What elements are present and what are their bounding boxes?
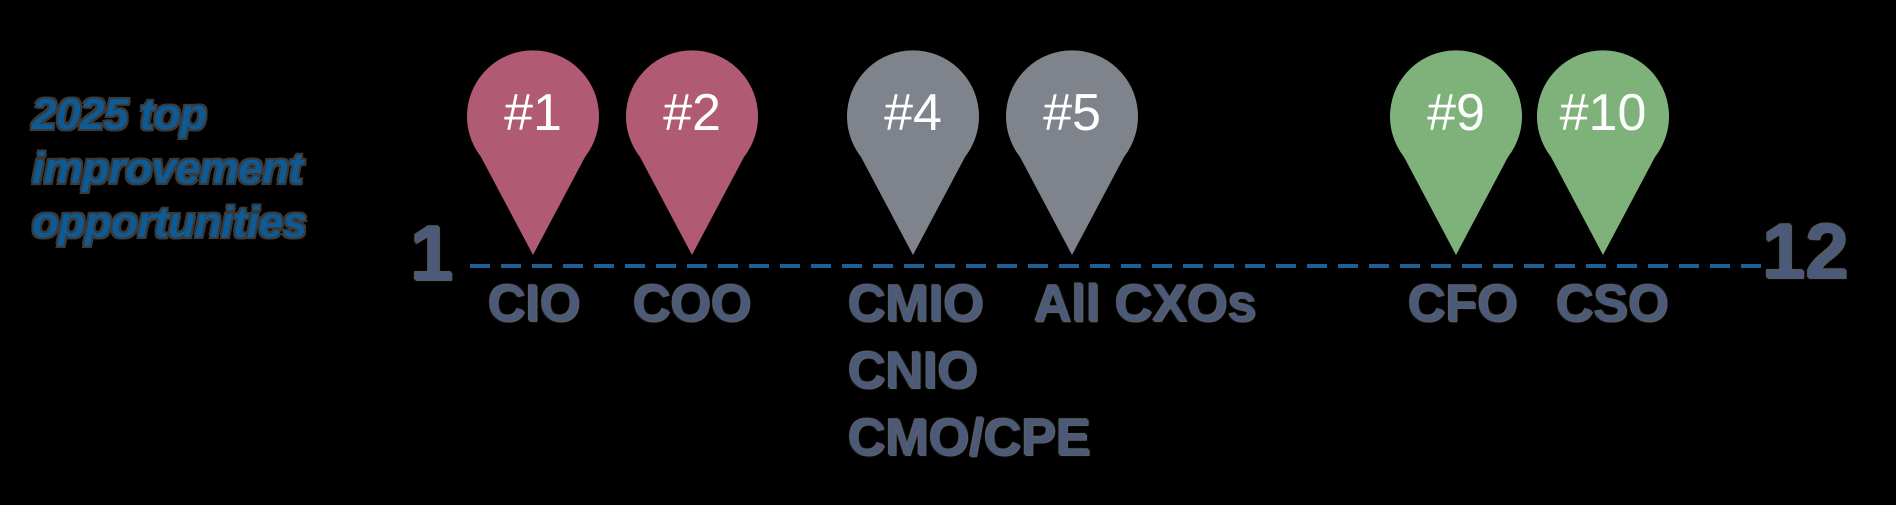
pin-rank-label: #10: [1559, 84, 1647, 142]
chart-title: 2025 top improvement opportunities: [32, 88, 372, 250]
title-line-3: opportunities: [32, 198, 307, 247]
map-pin-icon: [1006, 50, 1138, 255]
pin-rank-label: #2: [663, 84, 721, 142]
pin-rank-2: #2: [626, 49, 758, 255]
axis-start-label: 1: [410, 209, 454, 297]
role-label-coo: COO: [633, 275, 752, 333]
title-line-1: 2025 top: [32, 90, 207, 139]
pin-rank-10: #10: [1537, 49, 1669, 255]
dashed-axis-line: [470, 264, 1762, 268]
pin-rank-label: #5: [1043, 84, 1101, 142]
role-label-cso: CSO: [1556, 275, 1669, 333]
map-pin-icon: [1390, 50, 1522, 255]
pin-rank-9: #9: [1390, 49, 1522, 255]
pin-rank-label: #9: [1427, 84, 1485, 142]
role-label-cfo: CFO: [1408, 275, 1518, 333]
role-label-cnio: CNIO: [848, 342, 978, 400]
role-label-cmio: CMIO: [848, 275, 984, 333]
role-label-cio: CIO: [488, 275, 581, 333]
map-pin-icon: [467, 50, 599, 255]
pin-rank-5: #5: [1006, 49, 1138, 255]
role-label-cmo-cpe: CMO/CPE: [848, 409, 1091, 467]
pin-rank-label: #1: [504, 84, 562, 142]
pin-rank-1: #1: [467, 49, 599, 255]
pin-rank-label: #4: [884, 84, 942, 142]
map-pin-icon: [847, 50, 979, 255]
role-label-all-cxos: All CXOs: [1034, 275, 1257, 333]
map-pin-icon: [1537, 50, 1669, 255]
pin-rank-4: #4: [847, 49, 979, 255]
title-line-2: improvement: [32, 144, 303, 193]
map-pin-icon: [626, 50, 758, 255]
axis-end-label: 12: [1762, 207, 1849, 295]
